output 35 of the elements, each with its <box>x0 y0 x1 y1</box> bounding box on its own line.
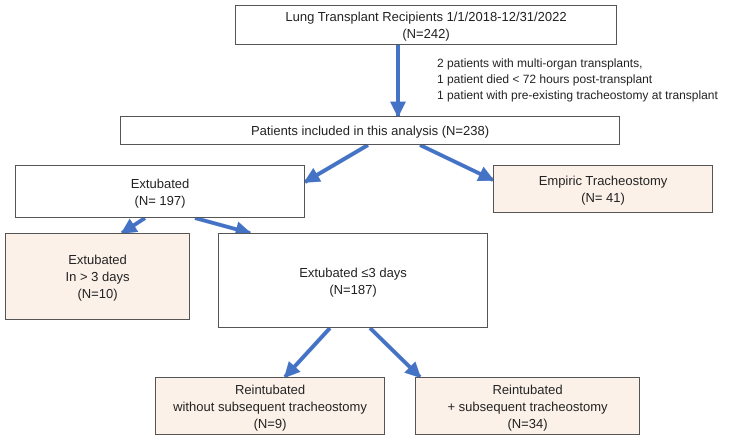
box-text: + subsequent tracheostomy <box>447 398 608 414</box>
box-text: Reintubated <box>492 380 563 398</box>
box-text: (N=187) <box>329 280 377 298</box>
exclusion-note: 2 patients with multi-organ transplants, <box>437 55 644 71</box>
arrow <box>390 45 406 118</box>
arrow <box>419 143 494 182</box>
box-text: Extubated <box>130 174 190 192</box>
box-text: Empiric Tracheostomy <box>538 172 668 189</box>
flow-box <box>155 377 385 435</box>
exclusion-note: 1 patient died < 72 hours post-transplant <box>437 71 654 87</box>
flow-box <box>415 377 640 435</box>
box-text: Extubated <box>68 251 127 268</box>
arrow <box>120 216 146 235</box>
arrow <box>368 326 422 378</box>
box-text: Lung Transplant Recipients 1/1/2018-12/31/2022 <box>285 8 567 25</box>
box-text: (N= 41) <box>581 189 625 206</box>
box-text: (N=34) <box>507 414 548 432</box>
box-text: (N= 197) <box>134 192 186 208</box>
box-text: Extubated ≤3 days <box>299 264 407 280</box>
box-text: In > 3 days <box>66 268 130 285</box>
flow-box <box>235 5 617 45</box>
box-text: Reintubated <box>234 380 306 398</box>
box-text: Patients included in this analysis (N=238) <box>250 122 490 139</box>
box-text: (N=9) <box>254 414 286 432</box>
flow-box <box>15 165 305 218</box>
exclusion-note: 1 patient with pre-existing tracheostomy at transplant <box>437 87 718 103</box>
arrow <box>304 143 370 184</box>
box-text: (N=10) <box>77 285 118 302</box>
flow-box <box>5 233 190 320</box>
flow-box <box>120 116 620 145</box>
box-text: without subsequent tracheostomy <box>173 398 367 414</box>
flow-box <box>493 165 713 213</box>
box-text: (N=242) <box>402 25 450 42</box>
arrow <box>284 326 332 378</box>
flow-box <box>218 233 488 328</box>
